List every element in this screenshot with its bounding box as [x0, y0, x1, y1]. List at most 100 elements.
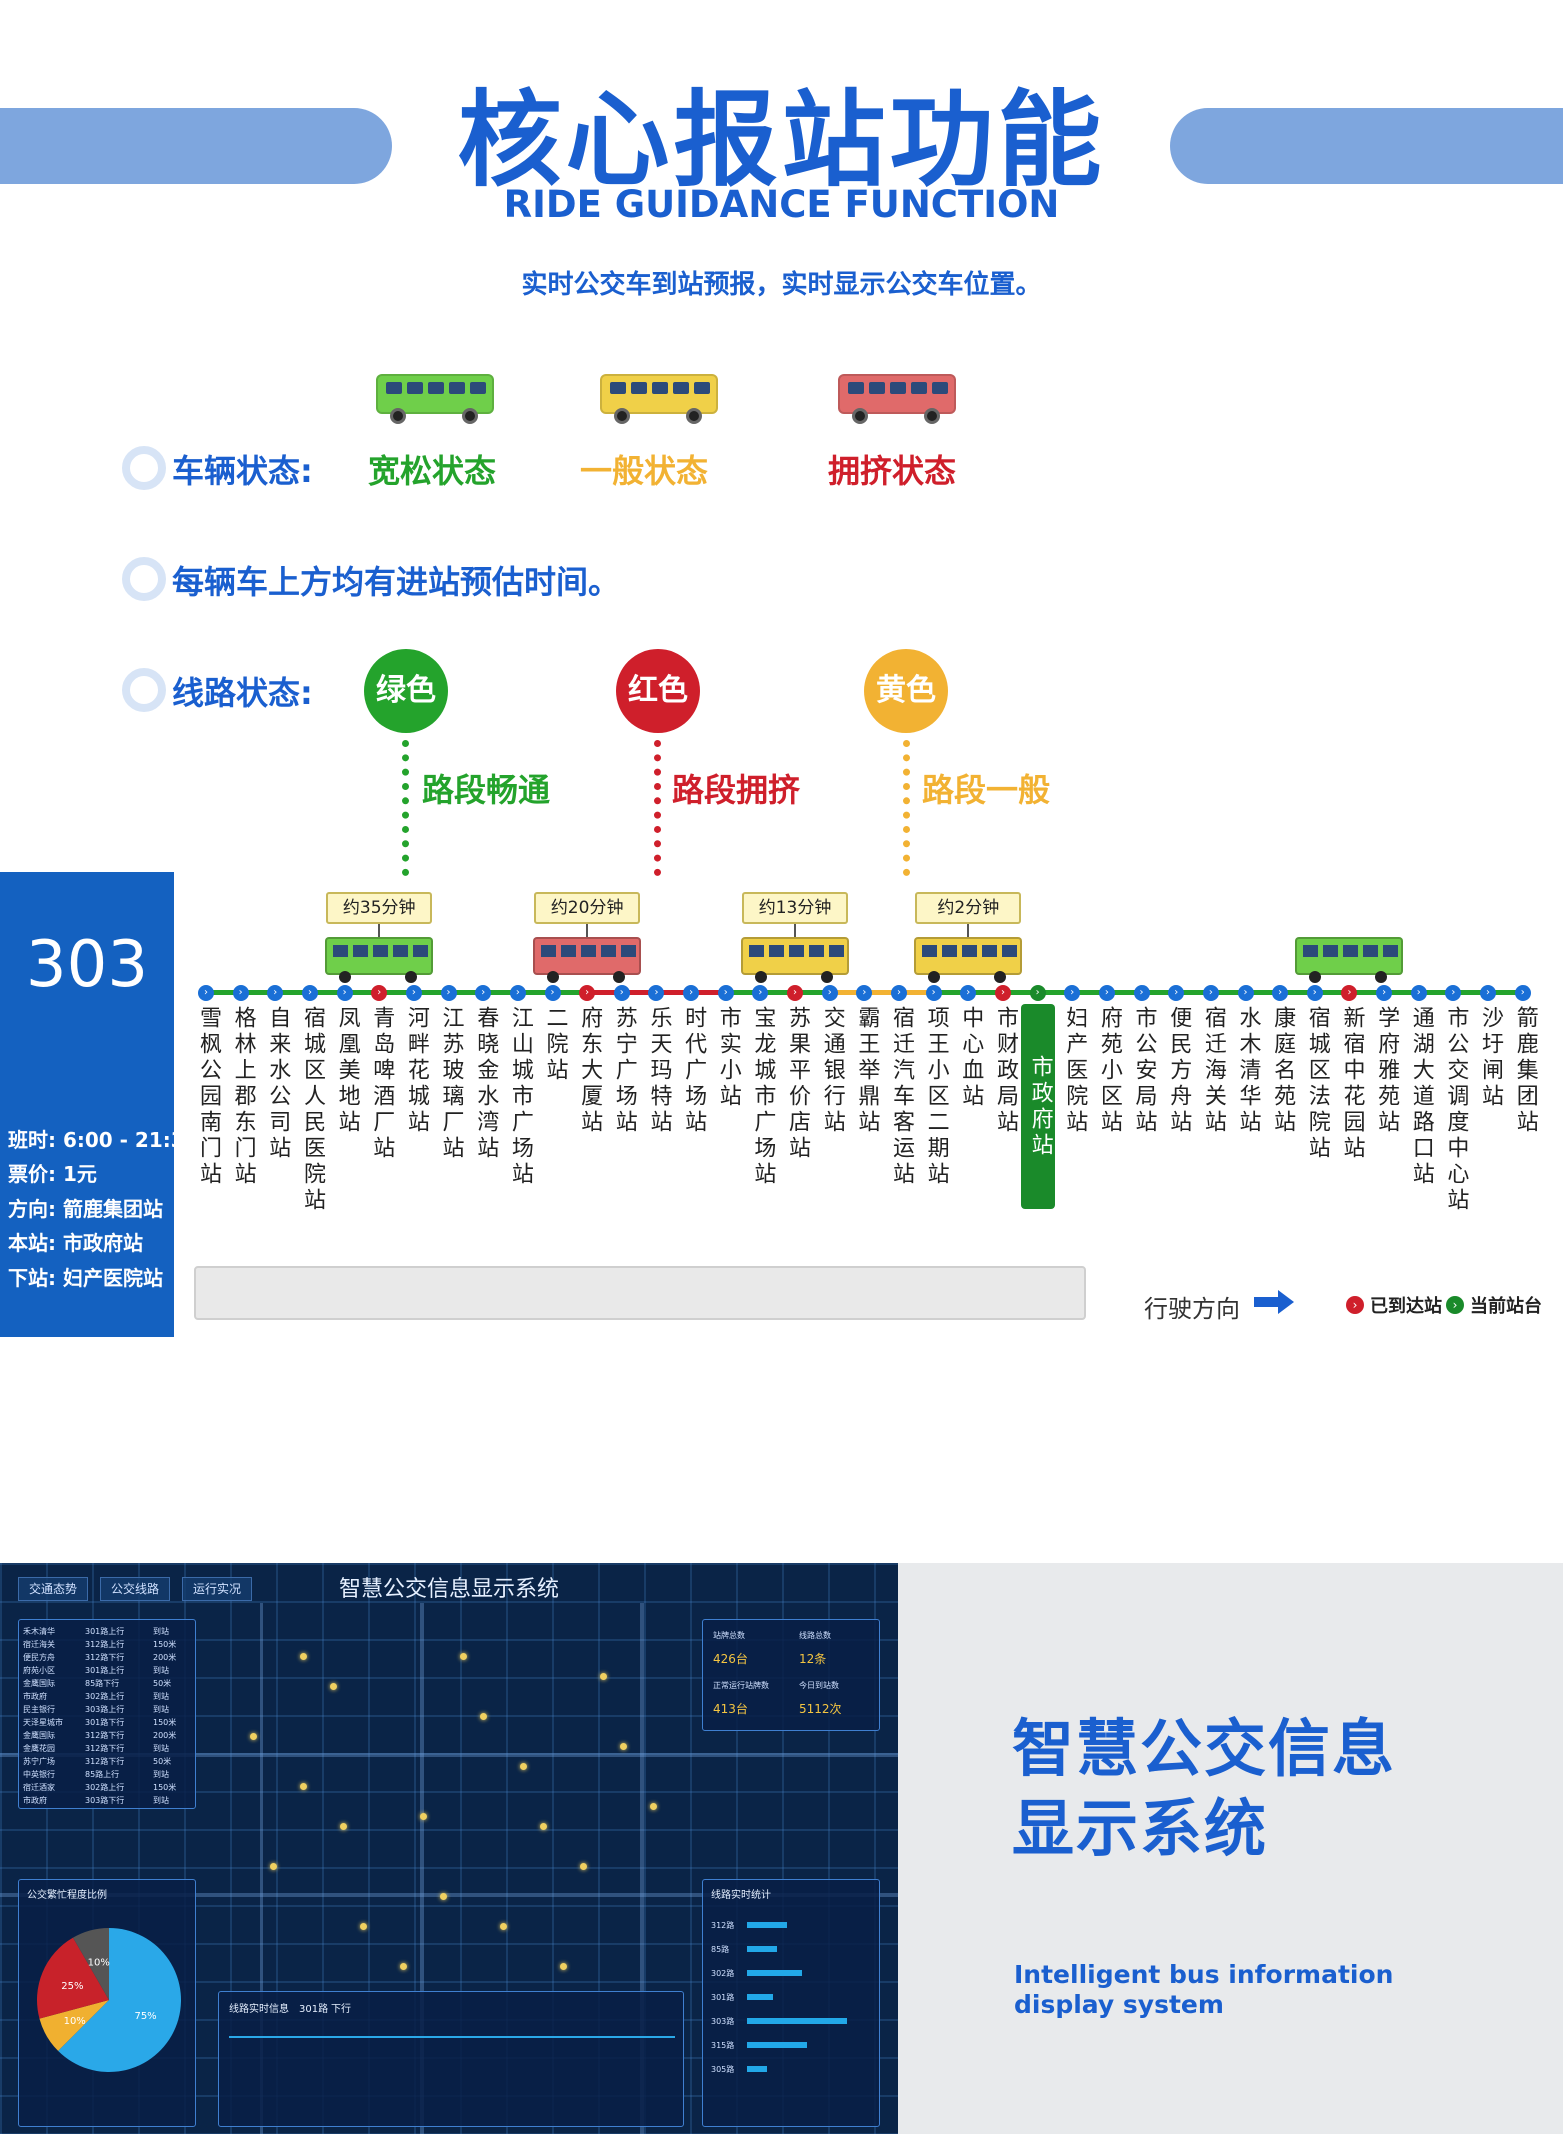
station-label: 市财政局站 — [992, 1006, 1018, 1136]
kpi-value: 12条 — [799, 1652, 827, 1666]
stop-marker-icon: › — [232, 984, 249, 1001]
table-cell: 50米 — [153, 1757, 172, 1766]
stop-marker-icon: › — [683, 984, 700, 1001]
bus-body — [376, 374, 494, 414]
stop-marker-icon: › — [1410, 984, 1427, 1001]
side-title-line2: 显示系统 — [1012, 1792, 1269, 1865]
map-stop-dot — [540, 1823, 547, 1830]
bus-window — [449, 382, 465, 394]
eta-stem — [967, 924, 970, 940]
table-cell: 到站 — [153, 1692, 169, 1701]
stats-label: 312路 — [711, 1921, 735, 1930]
side-en-line1: Intelligent bus information — [1014, 1960, 1394, 1989]
bus-wheel — [339, 971, 352, 983]
table-cell: 市政府 — [23, 1796, 47, 1805]
table-cell: 宿迁酒家 — [23, 1783, 55, 1792]
page-title: 核心报站功能 — [457, 79, 1106, 201]
station-label: 宿迁海关站 — [1200, 1006, 1226, 1136]
station-label: 箭鹿集团站 — [1512, 1006, 1538, 1136]
bus-window — [621, 945, 637, 957]
map-stop-dot — [460, 1653, 467, 1660]
stop-marker-icon: › — [891, 984, 907, 1001]
bus-window — [428, 382, 444, 394]
bus-wheel — [405, 971, 418, 983]
dashboard-title: 智慧公交信息显示系统 — [338, 1577, 559, 1602]
eta-bubble: 约20分钟 — [534, 892, 641, 924]
bus-window — [848, 382, 864, 394]
bus-wheel — [462, 408, 478, 424]
tab-operation[interactable]: 运行实况 — [182, 1577, 252, 1601]
kpi-label: 站牌总数 — [713, 1631, 745, 1640]
map-stop-dot — [520, 1763, 527, 1770]
station-label: 乐天玛特站 — [646, 1006, 672, 1136]
table-cell: 150米 — [153, 1640, 177, 1649]
station-label: 学府雅苑站 — [1374, 1006, 1400, 1136]
bus-body — [914, 937, 1023, 975]
stop-marker-icon: › — [1168, 984, 1185, 1001]
stop-marker-icon: › — [1098, 984, 1115, 1001]
stop-marker-icon: › — [1445, 984, 1462, 1001]
stop-marker-icon: › — [925, 984, 942, 1001]
track-segment — [206, 990, 380, 995]
stop-marker-icon: › — [1133, 984, 1150, 1001]
station-label: 河畔花城站 — [403, 1006, 429, 1136]
station-label: 宿城区法院站 — [1304, 1006, 1330, 1162]
stop-marker-icon: › — [1341, 984, 1358, 1001]
tab-traffic[interactable]: 交通态势 — [18, 1577, 88, 1601]
stats-bar — [747, 1946, 777, 1952]
table-cell: 金鹰花园 — [23, 1744, 55, 1753]
route-fare: 票价: 1元 — [8, 1162, 97, 1186]
line-stats-title: 线路实时统计 — [711, 1890, 771, 1901]
bus-wheel — [821, 971, 834, 983]
pie-label: 10% — [64, 2016, 86, 2027]
bus-wheel — [994, 971, 1007, 983]
bus-window — [631, 382, 647, 394]
status-crowded-label: 拥挤状态 — [828, 452, 957, 490]
tab-bus-lines[interactable]: 公交线路 — [100, 1577, 170, 1601]
map-stop-dot — [330, 1683, 337, 1690]
stats-bar — [747, 2018, 847, 2024]
station-label: 市公交调度中心站 — [1443, 1006, 1469, 1214]
map-road — [420, 1603, 424, 2134]
table-cell: 301路上行 — [85, 1666, 125, 1675]
vehicle-status-label: 车辆状态: — [172, 452, 313, 490]
stats-bar — [747, 1970, 802, 1976]
station-label: 便民方舟站 — [1166, 1006, 1192, 1136]
status-normal-label: 一般状态 — [580, 452, 709, 490]
bus-window — [982, 945, 998, 957]
bus-window — [413, 945, 429, 957]
station-label: 宿城区人民医院站 — [299, 1006, 325, 1214]
bus-crowded-icon — [838, 374, 960, 424]
map-stop-dot — [300, 1653, 307, 1660]
map-stop-dot — [650, 1803, 657, 1810]
route-schedule: 班时: 6:00 - 21:30 — [8, 1128, 199, 1152]
bus-window — [749, 945, 765, 957]
kpi-label: 线路总数 — [799, 1631, 831, 1640]
bus-body — [533, 937, 642, 975]
station-label: 中心血站 — [958, 1006, 984, 1110]
station-label: 格林上郡东门站 — [230, 1006, 256, 1188]
stop-marker-icon: › — [787, 984, 804, 1001]
stats-label: 315路 — [711, 2041, 735, 2050]
station-label: 府东大厦站 — [577, 1006, 603, 1136]
station-label: 自来水公司站 — [265, 1006, 291, 1162]
station-label: 凤凰美地站 — [334, 1006, 360, 1136]
bus-window — [561, 945, 577, 957]
station-label: 江苏玻璃厂站 — [438, 1006, 464, 1162]
stop-marker-icon: › — [648, 984, 665, 1001]
station-label: 苏果平价店站 — [785, 1006, 811, 1162]
station-label: 江山城市广场站 — [507, 1006, 533, 1188]
station-label: 市实小站 — [715, 1006, 741, 1110]
station-label: 水木清华站 — [1235, 1006, 1261, 1136]
current-legend-icon: › — [1446, 1296, 1464, 1314]
bus-wheel — [390, 408, 406, 424]
bus-window — [1343, 945, 1359, 957]
route-this-stop: 本站: 市政府站 — [8, 1231, 143, 1255]
yellow-line-badge: 黄色 — [864, 649, 948, 733]
table-cell: 302路上行 — [85, 1692, 125, 1701]
